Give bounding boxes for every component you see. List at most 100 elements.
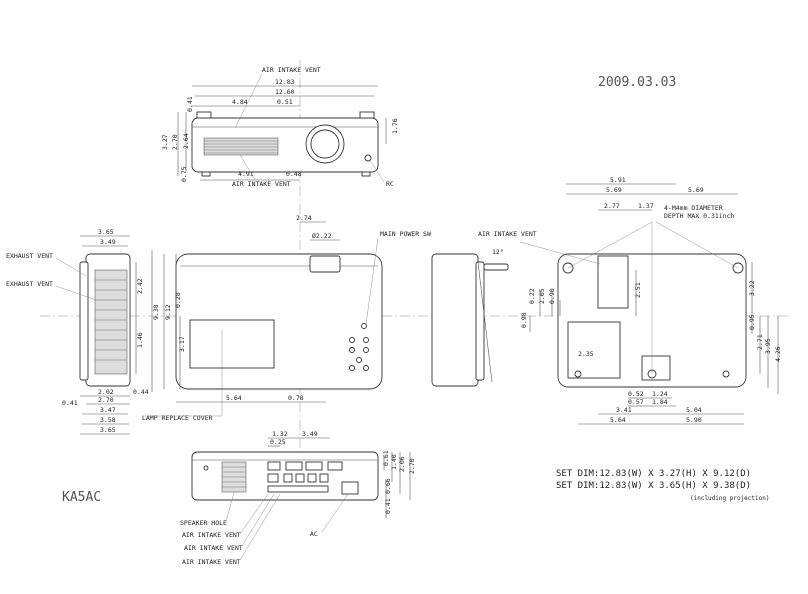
dim-2-74: 2.74 (296, 214, 312, 222)
dim-2-70-left: 2.70 (98, 396, 114, 404)
label-m4-depth: DEPTH MAX 0.31inch (664, 212, 735, 220)
dim-0-78: 0.78 (288, 394, 304, 402)
dim-0-98: 0.98 (520, 312, 528, 328)
dim-5-04: 5.04 (686, 406, 702, 414)
dim-5-91: 5.91 (610, 176, 626, 184)
dim-2-51: 2.51 (634, 282, 642, 298)
dim-1-32: 1.32 (272, 430, 288, 438)
dim-2-71: 2.71 (756, 334, 764, 350)
right-side-view: AIR INTAKE VENT 12° (431, 230, 537, 387)
front-intake-grille (203, 137, 279, 156)
dim-3-49-rear: 3.49 (302, 430, 318, 438)
dim-0-75: 0.75 (180, 166, 188, 182)
dim-1-84: 1.84 (652, 398, 668, 406)
dim-12-60: 12.60 (275, 88, 295, 96)
bottom-view: 5.91 5.69 5.69 2.77 1.37 4-M4mm DIAMETER… (519, 176, 782, 425)
lens (310, 129, 340, 159)
control-buttons (349, 323, 369, 371)
set-dim-line-2: SET DIM:12.83(W) X 3.65(H) X 9.38(D) (556, 481, 751, 491)
label-main-power-sw: MAIN POWER SW (380, 230, 431, 238)
dim-5-69-left: 5.69 (606, 186, 622, 194)
dim-4-91: 4.91 (238, 170, 254, 178)
dim-2-02: 2.02 (98, 388, 114, 396)
dim-2-42: 2.42 (136, 278, 144, 294)
dim-9-12: 9.12 (164, 304, 172, 320)
right-side-body (431, 253, 479, 387)
adjuster-foot (483, 263, 509, 271)
left-side-view: 3.65 3.49 EXHAUST VENT EXHAUST VENT 2.42… (6, 228, 149, 435)
main-power-switch (361, 323, 367, 329)
dim-3-41: 3.41 (616, 406, 632, 414)
dim-0-44: 0.44 (133, 388, 149, 396)
dim-3-27: 3.27 (161, 134, 169, 150)
dim-5-64-top: 5.64 (226, 394, 242, 402)
label-ac: AC (310, 530, 318, 538)
lamp-replace-cover (189, 319, 275, 369)
front-view: 12.83 12.60 4.84 0.51 4.91 0.48 AIR INTA… (161, 66, 399, 188)
dim-1-40: 1.40 (390, 454, 398, 470)
dim-2-64: 2.64 (182, 133, 190, 149)
dim-0-41-front: 0.41 (186, 96, 194, 112)
dim-2-35: 2.35 (578, 350, 594, 358)
label-exhaust-vent-1: EXHAUST VENT (6, 252, 53, 260)
dim-0-57: 0.57 (628, 398, 644, 406)
dim-4-26: 4.26 (774, 346, 782, 362)
dim-5-64-bottom: 5.64 (610, 416, 626, 424)
dim-1-24: 1.24 (652, 390, 668, 398)
dim-2-70: 2.70 (171, 134, 179, 150)
dim-3-49-left: 3.49 (100, 238, 116, 246)
dim-4-84: 4.84 (232, 98, 248, 106)
dim-0-41-left: 0.41 (62, 399, 78, 407)
bottom-intake-vent (597, 255, 629, 309)
lens-top (309, 255, 341, 273)
dim-12-83: 12.83 (275, 78, 295, 86)
dim-3-95: 3.95 (764, 338, 772, 354)
label-m4-diameter: 4-M4mm DIAMETER (664, 204, 723, 212)
dim-3-47: 3.47 (100, 406, 116, 414)
rear-view: 1.32 3.49 0.25 0.61 1.40 2.06 2.70 0.66 … (180, 430, 416, 566)
label-rear-intake-2: AIR INTAKE VENT (184, 544, 243, 552)
dim-5-69-right: 5.69 (688, 186, 704, 194)
dim-0-41-rear: 0.41 (384, 498, 392, 514)
tilt-angle: 12° (492, 248, 504, 256)
label-rear-intake-3: AIR INTAKE VENT (182, 558, 241, 566)
dim-1-76: 1.76 (391, 118, 399, 134)
label-side-air-intake: AIR INTAKE VENT (478, 230, 537, 238)
dim-1-46: 1.46 (136, 332, 144, 348)
ac-inlet (341, 481, 359, 495)
dim-0-66: 0.66 (384, 478, 392, 494)
dim-3-17: 3.17 (178, 336, 186, 352)
dim-diameter-2-22: Ø2.22 (312, 232, 332, 240)
speaker-grille (221, 461, 247, 493)
dim-2-70-rear: 2.70 (408, 458, 416, 474)
dim-2-77: 2.77 (604, 202, 620, 210)
label-rc: RC (386, 180, 394, 188)
model-name: KA5AC (62, 490, 101, 505)
dim-0-61: 0.61 (382, 450, 390, 466)
dim-3-58: 3.58 (100, 416, 116, 424)
dim-0-48: 0.48 (286, 170, 302, 178)
label-speaker-hole: SPEAKER HOLE (180, 519, 227, 527)
dim-0-52: 0.52 (628, 390, 644, 398)
label-rear-intake-1: AIR INTAKE VENT (182, 531, 241, 539)
dim-2-05: 2.05 (538, 288, 546, 304)
dim-0-28: 0.28 (174, 292, 182, 308)
label-lamp-replace-cover: LAMP REPLACE COVER (142, 414, 213, 422)
dim-5-90: 5.90 (686, 416, 702, 424)
dim-0-95: 0.95 (748, 314, 756, 330)
dim-3-22: 3.22 (748, 280, 756, 296)
label-front-bottom-intake: AIR INTAKE VENT (232, 180, 291, 188)
bottom-panel (641, 355, 671, 381)
dim-2-06: 2.06 (398, 456, 406, 472)
dim-1-37: 1.37 (638, 202, 654, 210)
bottom-cover (567, 321, 621, 379)
dim-0-22: 0.22 (528, 288, 536, 304)
dim-0-51: 0.51 (277, 98, 293, 106)
label-exhaust-vent-2: EXHAUST VENT (6, 280, 53, 288)
exhaust-grille (94, 269, 128, 375)
speaker-hole (203, 465, 209, 471)
set-dim-note: (including projection) (690, 495, 769, 502)
set-dim-line-1: SET DIM:12.83(W) X 3.27(H) X 9.12(D) (556, 469, 751, 479)
dim-3-65-left-bottom: 3.65 (100, 426, 116, 434)
